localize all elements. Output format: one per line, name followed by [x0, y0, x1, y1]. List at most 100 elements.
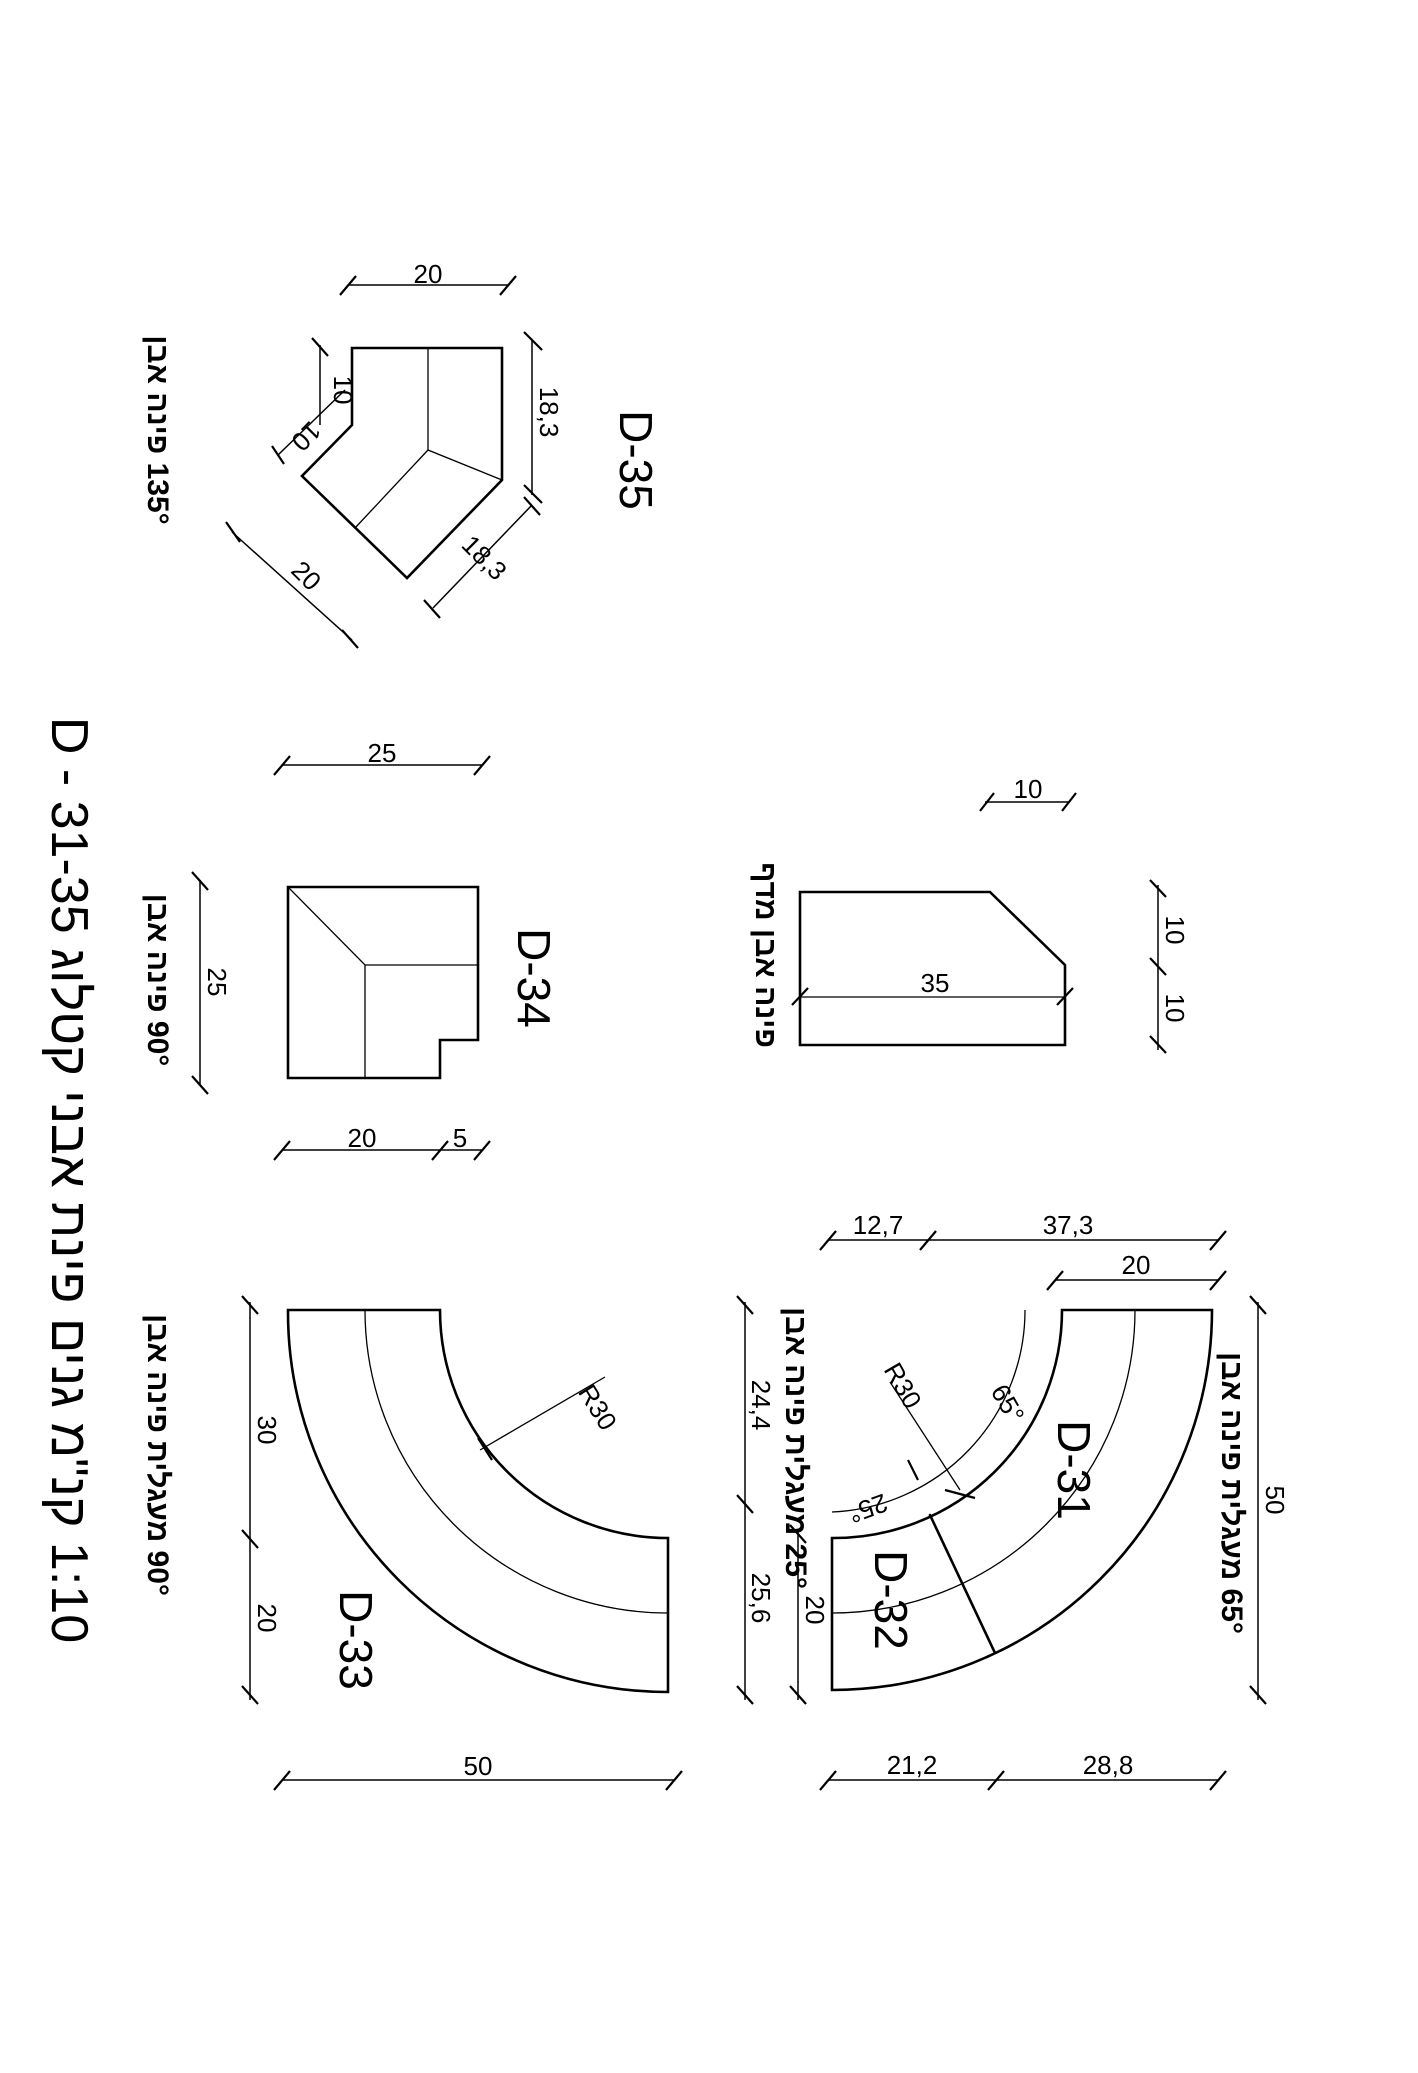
d31-32-dim-right-tick-b — [1249, 1685, 1267, 1705]
ramp-dim-side-a: 10 — [1160, 916, 1190, 945]
d33-centerline — [364, 1309, 669, 1614]
d35-dim-top-tick-r — [499, 275, 517, 296]
d35-dim-small-b: 10 — [286, 416, 328, 458]
d34-dim-side: 25 — [202, 968, 232, 997]
d31-32-dim-top2-tick-l — [1046, 1270, 1064, 1291]
d31-32-dim-bottom-tick-r — [1209, 1770, 1227, 1791]
part-d31-d32: R30 65° 25° 12,7 37,3 20 24,4 25,6 20 50 — [736, 1210, 1290, 1791]
d34-dim-top-tick-l — [273, 755, 291, 776]
part-ramp: 35 10 10 10 פינה אבן מדף — [749, 774, 1190, 1054]
ramp-dim-side-b: 10 — [1160, 994, 1190, 1023]
d31-32-dim-right-tick-t — [1249, 1295, 1267, 1315]
d31-32-divider — [928, 1513, 997, 1655]
d35-caption: 135° פינה אבן — [141, 335, 174, 524]
d31-32-dim-top2-tick-r — [1209, 1270, 1227, 1291]
ramp-outline — [798, 890, 1067, 1047]
d35-dim-top: 20 — [414, 259, 443, 289]
ramp-length-tick-r — [1056, 987, 1074, 1006]
d31-32-dim-left-tick-m — [736, 1494, 754, 1514]
d31-32-dim-left-a: 24,4 — [746, 1380, 776, 1431]
d34-outline — [286, 885, 480, 1080]
d31-32-dim-left-tick-t — [736, 1295, 754, 1315]
d35-dim-left-tick-a — [225, 521, 241, 543]
d35-dim-side: 18,3 — [534, 387, 564, 438]
d31-32-inner-arc — [831, 1309, 1026, 1513]
d31-32-dim-radius: R30 — [878, 1357, 928, 1413]
d31-32-dim-left-c: 20 — [800, 1596, 830, 1625]
d33-dim-bottom: 50 — [464, 1751, 493, 1781]
d35-dim-side-tick-t — [523, 331, 543, 351]
d31-32-dim-bottom-b: 28,8 — [1083, 1750, 1134, 1780]
d33-radius-tick — [477, 1437, 493, 1461]
d33-dim-seg-a: 30 — [252, 1416, 282, 1445]
d33-caption: 90° מעגלית פינה אבן — [141, 1314, 174, 1596]
d34-caption: 90° פינה אבן — [141, 894, 174, 1067]
d31-32-dim-left-tick-b — [736, 1685, 754, 1705]
d31-32-dim-left2-tick-t — [789, 1524, 807, 1544]
d35-outline — [300, 346, 504, 580]
d35-dim-small-diag — [277, 389, 346, 456]
d34-dim-top-tick-r — [473, 755, 491, 776]
d33-dim-left-tick-b — [241, 1685, 259, 1705]
d31-32-dim-left2-tick-b — [789, 1685, 807, 1705]
d35-dim-left-tick-b — [341, 629, 359, 649]
ramp-caption: פינה אבן מדף — [749, 862, 782, 1048]
d31-32-dim-bottom-a: 21,2 — [887, 1750, 938, 1780]
d33-dim-bottom-tick-r — [665, 1770, 683, 1791]
d31-32-radius-line — [889, 1381, 961, 1491]
d34-dim-top: 25 — [368, 738, 397, 768]
ramp-dim-top: 10 — [1014, 774, 1043, 804]
d35-dim-left-line — [231, 531, 353, 641]
d35-dim-diag-left: 20 — [286, 555, 328, 597]
d34-dim-bottom-tick-l — [273, 1140, 291, 1161]
d31-32-caption-a: 25° מעגלית פינה אבן — [779, 1307, 812, 1589]
d34-dim-bottom-tick-r — [473, 1140, 491, 1161]
d32-label: D-32 — [865, 1550, 917, 1650]
ramp-length-tick-l — [791, 987, 809, 1006]
d31-32-dim-top-b: 37,3 — [1043, 1210, 1094, 1240]
d31-32-outline — [830, 1308, 1214, 1692]
d31-32-caption-b: 65° מעגלית פינה אבן — [1215, 1352, 1248, 1634]
part-d34: 25 25 20 5 D-34 90° פינה אבן — [141, 738, 560, 1161]
ramp-dim-side-tick-b — [1149, 1035, 1167, 1054]
d31-32-dim-top-tick-l — [819, 1230, 837, 1251]
d35-dim-small-a: 10 — [328, 376, 358, 405]
d31-32-dim-left-b: 25,6 — [746, 1573, 776, 1624]
d31-32-dim-top-c: 20 — [1122, 1250, 1151, 1280]
d33-dim-radius: R30 — [572, 1379, 623, 1435]
d33-dim-seg-b: 20 — [252, 1604, 282, 1633]
part-d33: R30 30 20 50 D-33 90° מעגלית פינה אבן — [141, 1295, 683, 1791]
d35-dim-small-tick — [311, 337, 329, 357]
d35-dim-diag-tick-a — [423, 599, 441, 619]
d34-dim-bottom-a: 20 — [348, 1123, 377, 1153]
d34-dim-bottom-b: 5 — [453, 1123, 467, 1153]
ramp-dim-side-tick-t — [1149, 879, 1167, 898]
d31-label: D-31 — [1048, 1420, 1100, 1520]
d31-32-dim-top-tick-r — [1209, 1230, 1227, 1251]
d31-32-centerline — [831, 1309, 1136, 1614]
ramp-dim-side-tick-m — [1149, 957, 1167, 976]
page-title: 1:10 קנ"מ גנים פינת אבני קטלוג D - 31-35 — [40, 717, 98, 1643]
d33-dim-left-tick-t — [241, 1295, 259, 1315]
d35-dim-diag-lower: 18,3 — [456, 529, 513, 586]
part-d35: 20 18,3 18,3 20 10 10 D-35 135° פינה אבן — [141, 259, 662, 649]
d34-inner-lines — [287, 886, 478, 1078]
d31-32-dim-top-a: 12,7 — [853, 1210, 904, 1240]
d31-32-dim-right: 50 — [1260, 1486, 1290, 1515]
d35-dim-diag-line — [432, 504, 533, 609]
d34-dim-side-tick-b — [191, 1075, 209, 1095]
d31-32-radius-tick — [944, 1488, 976, 1500]
ramp-dim-top-tick-r — [1061, 792, 1077, 812]
ramp-dim-top-tick-l — [979, 792, 995, 812]
d31-32-dim-bottom-tick-m — [987, 1770, 1005, 1791]
d35-dim-small-tick-b — [271, 445, 285, 465]
d34-label: D-34 — [508, 928, 560, 1028]
d31-32-dim-ang-b: 25° — [844, 1488, 891, 1530]
d31-32-angle-tick — [907, 1459, 919, 1481]
d35-dim-side-tick-b — [523, 484, 543, 504]
d31-32-dim-top-tick-m — [919, 1230, 937, 1251]
d35-dim-diag-tick-b — [523, 496, 541, 516]
d31-32-dim-bottom-tick-l — [819, 1770, 837, 1791]
d33-dim-bottom-tick-l — [273, 1770, 291, 1791]
d33-outline — [286, 1308, 670, 1694]
